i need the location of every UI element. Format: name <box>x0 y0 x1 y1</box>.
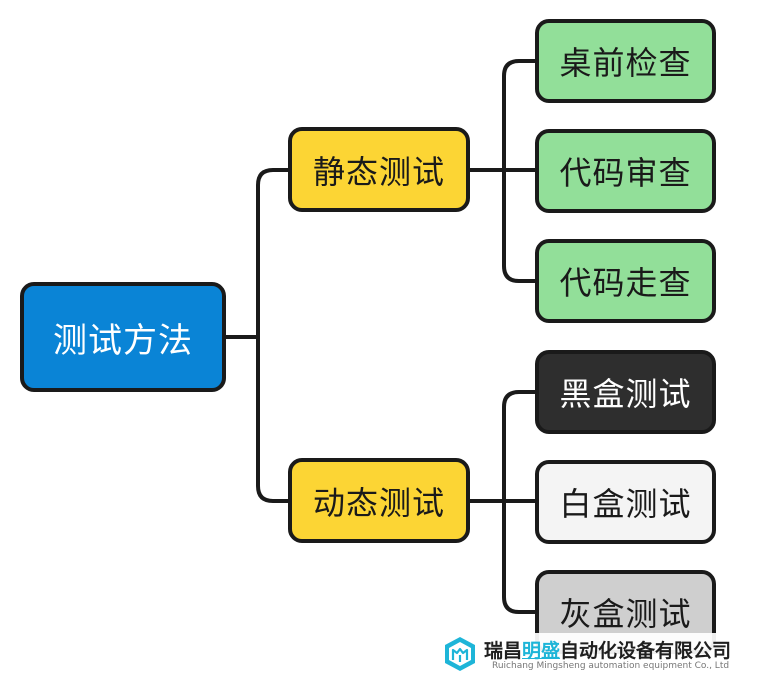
company-name-cn: 瑞昌明盛自动化设备有限公司 <box>484 636 731 663</box>
leaf-node-white-box: 白盒测试 <box>535 460 716 544</box>
hexagon-cube-logo-icon <box>445 637 475 671</box>
company-name-prefix: 瑞昌 <box>484 640 523 662</box>
branch-node-dynamic-testing: 动态测试 <box>288 458 470 543</box>
connector-dynamic-to-black-box <box>502 390 537 503</box>
leaf-node-code-walkthrough: 代码走查 <box>535 239 716 323</box>
connector-static-to-walkthrough <box>502 168 537 283</box>
company-name-en: Ruichang Mingsheng automation equipment … <box>492 661 730 671</box>
company-name-suffix: 自动化设备有限公司 <box>560 640 732 662</box>
connector-static-to-desk-check <box>502 59 537 172</box>
root-node-test-methods: 测试方法 <box>20 282 226 392</box>
connector-root-to-static <box>256 168 290 339</box>
company-watermark: 瑞昌明盛自动化设备有限公司 Ruichang Mingsheng automat… <box>440 633 765 677</box>
branch-node-static-testing: 静态测试 <box>288 127 470 212</box>
leaf-node-code-review: 代码审查 <box>535 129 716 213</box>
leaf-node-desk-check: 桌前检查 <box>535 19 716 103</box>
company-name-accent: 明盛 <box>522 640 561 662</box>
connector-dynamic-to-gray-box <box>502 499 537 614</box>
connector-root-to-dynamic <box>256 335 290 503</box>
leaf-node-black-box: 黑盒测试 <box>535 350 716 434</box>
